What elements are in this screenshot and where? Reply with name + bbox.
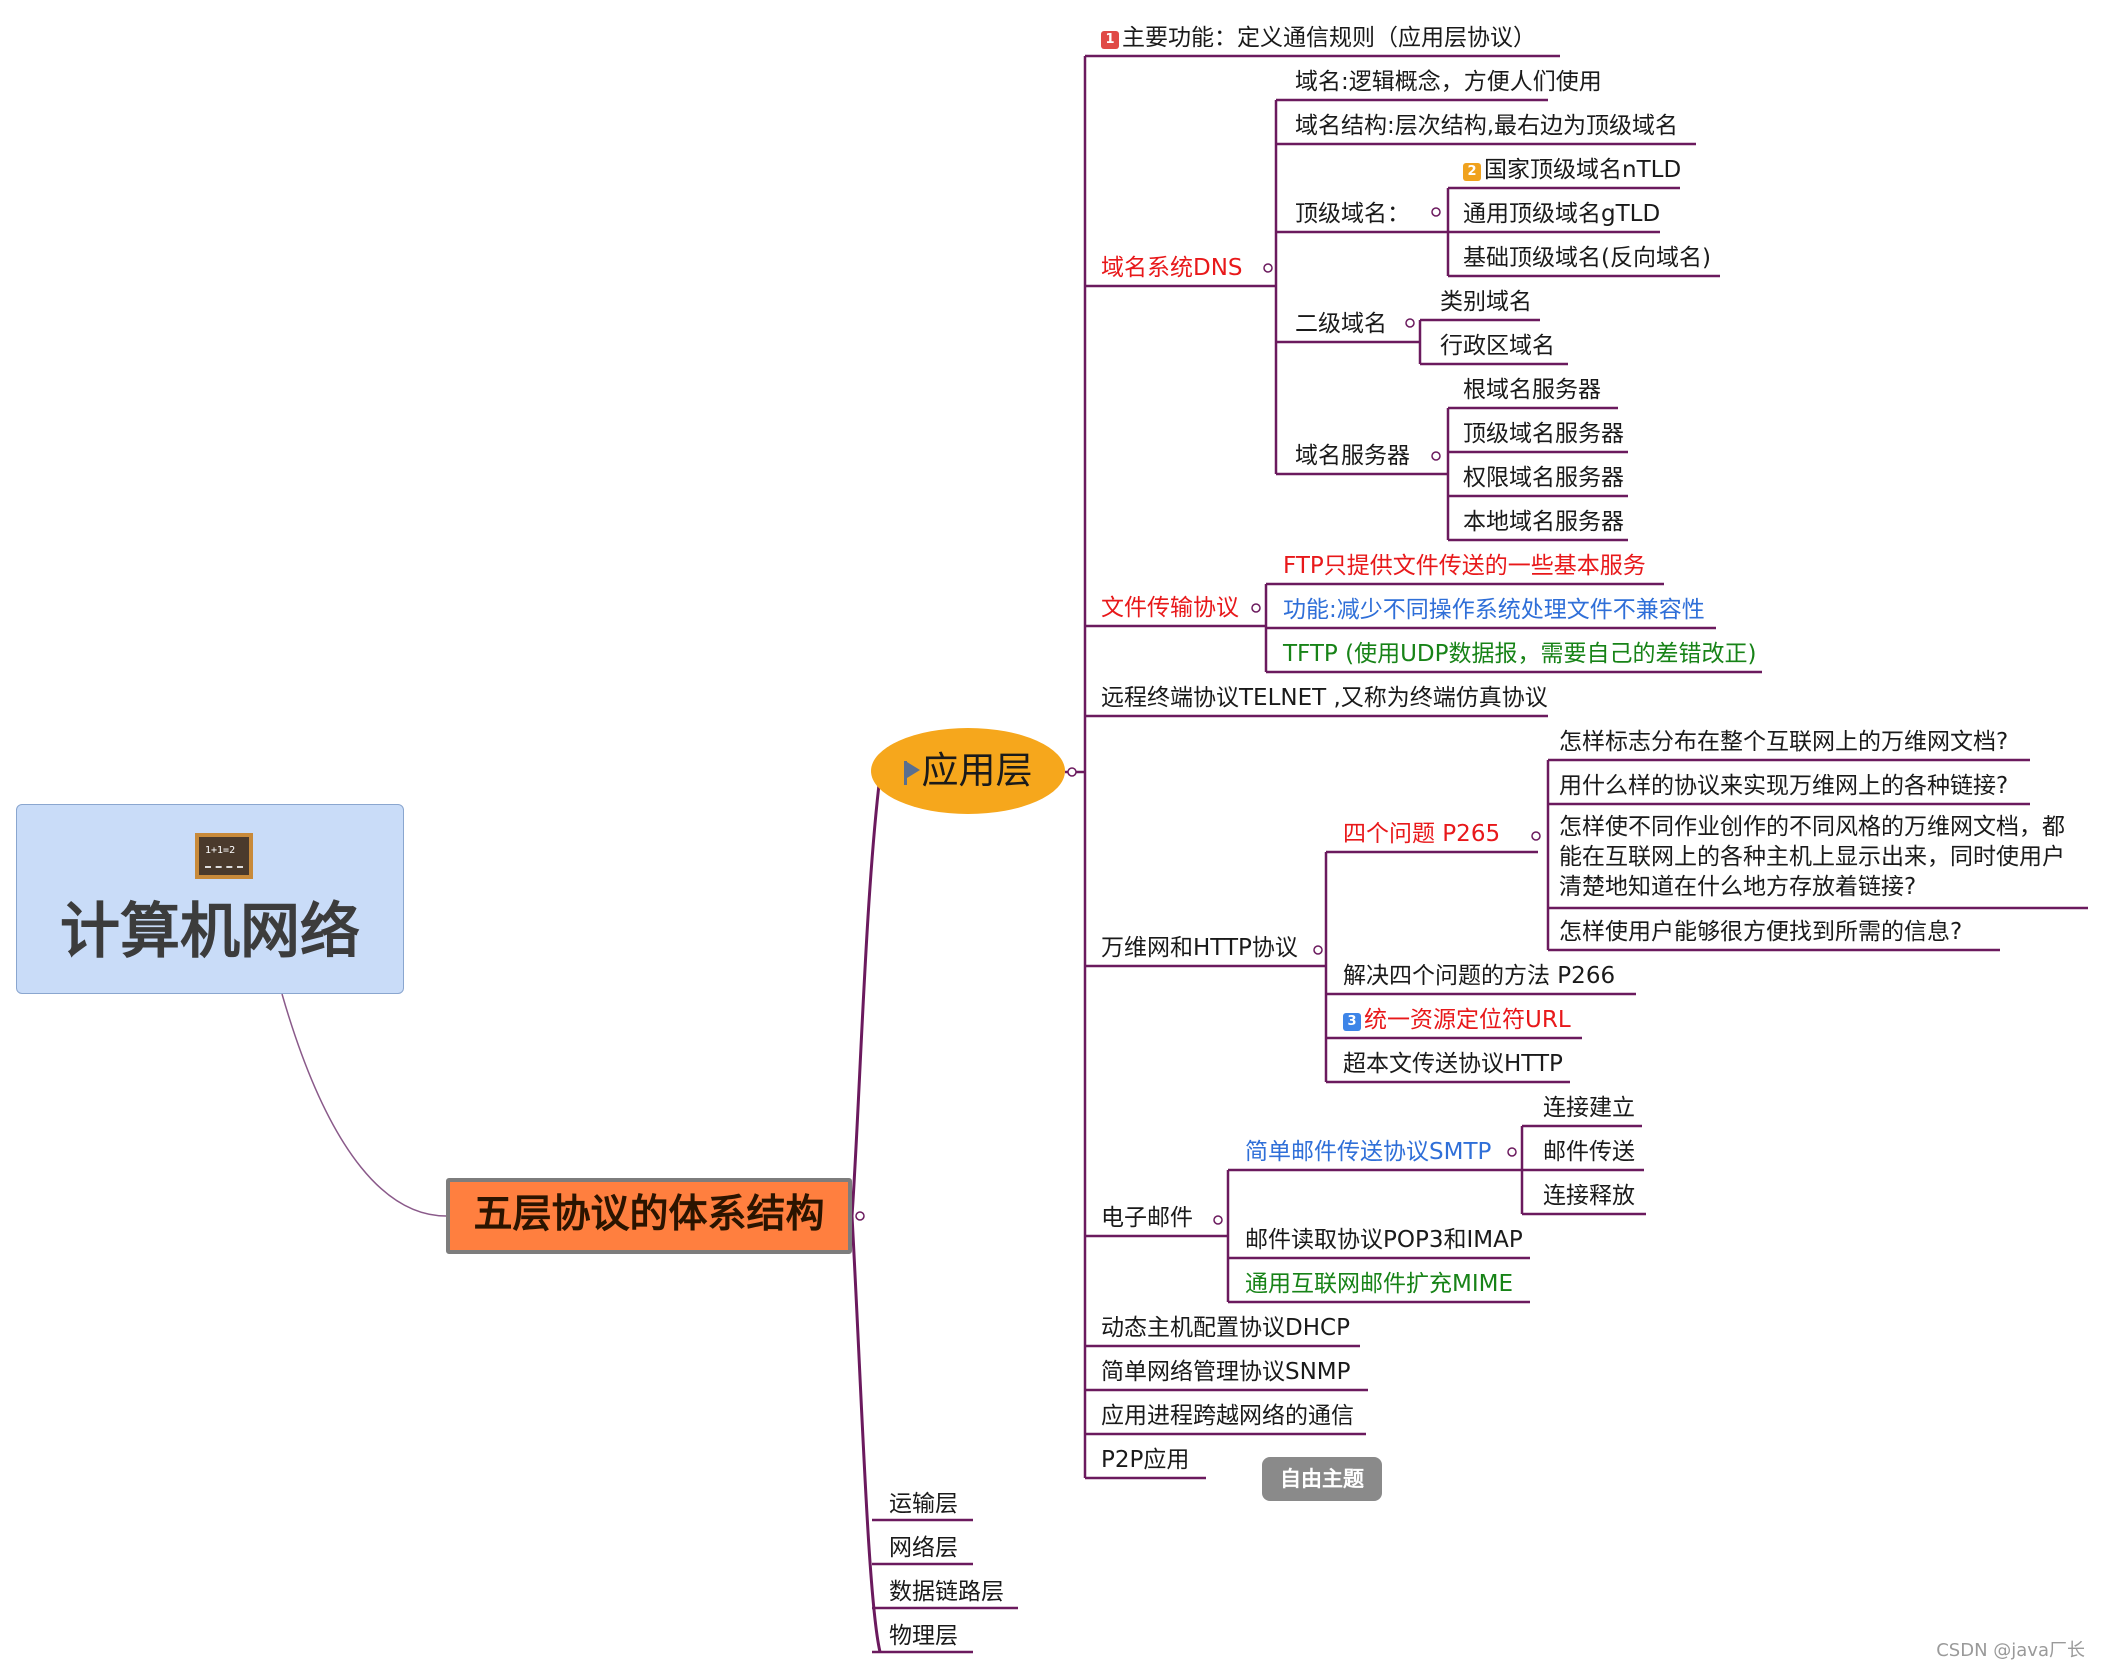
ftp-basic-topic[interactable]: FTP只提供文件传送的一些基本服务 (1283, 553, 1646, 579)
question-4-topic[interactable]: 怎样使用户能够很方便找到所需的信息? (1559, 919, 1963, 945)
domain-concept-topic[interactable]: 域名:逻辑概念，方便人们使用 (1295, 69, 1602, 95)
free-topic[interactable]: 自由主题 (1262, 1457, 1382, 1501)
tld-server-topic[interactable]: 顶级域名服务器 (1463, 421, 1624, 447)
smtp-connect-topic[interactable]: 连接建立 (1543, 1095, 1635, 1121)
root-title: 计算机网络 (60, 897, 360, 967)
http-topic[interactable]: 超本文传送协议HTTP (1343, 1051, 1563, 1077)
priority-2-icon: 2 (1463, 163, 1481, 181)
root-server-topic[interactable]: 根域名服务器 (1463, 377, 1601, 403)
ftp-function-topic[interactable]: 功能:减少不同操作系统处理文件不兼容性 (1283, 597, 1705, 623)
solution-topic[interactable]: 解决四个问题的方法 P266 (1343, 963, 1616, 989)
question-3-topic[interactable]: 怎样使不同作业创作的不同风格的万维网文档，都能在互联网上的各种主机上显示出来，同… (1559, 814, 2065, 900)
ftp-topic[interactable]: 文件传输协议 (1101, 595, 1239, 621)
five-layer-topic[interactable]: 五层协议的体系结构 (446, 1178, 852, 1254)
physical-layer-topic[interactable]: 物理层 (889, 1623, 958, 1649)
four-questions-topic[interactable]: 四个问题 P265 (1343, 821, 1501, 847)
pop3-topic[interactable]: 邮件读取协议POP3和IMAP (1245, 1227, 1523, 1253)
p2p-topic[interactable]: P2P应用 (1101, 1447, 1190, 1473)
authoritative-server-topic[interactable]: 权限域名服务器 (1463, 465, 1624, 491)
base-tld-topic[interactable]: 基础顶级域名(反向域名) (1463, 245, 1711, 271)
root-topic[interactable]: 1+1=2 计算机网络 (16, 804, 404, 994)
email-topic[interactable]: 电子邮件 (1101, 1205, 1193, 1231)
priority-1-icon: 1 (1101, 31, 1119, 49)
question-1-topic[interactable]: 怎样标志分布在整个互联网上的万维网文档? (1559, 729, 2009, 755)
smtp-transfer-topic[interactable]: 邮件传送 (1543, 1139, 1635, 1165)
sld-topic[interactable]: 二级域名 (1295, 311, 1387, 337)
www-topic[interactable]: 万维网和HTTP协议 (1101, 935, 1298, 961)
question-2-topic[interactable]: 用什么样的协议来实现万维网上的各种链接? (1559, 773, 2009, 799)
telnet-topic[interactable]: 远程终端协议TELNET ,又称为终端仿真协议 (1101, 685, 1548, 711)
dhcp-topic[interactable]: 动态主机配置协议DHCP (1101, 1315, 1350, 1341)
tftp-topic[interactable]: TFTP (使用UDP数据报，需要自己的差错改正) (1283, 641, 1757, 667)
snmp-topic[interactable]: 简单网络管理协议SNMP (1101, 1359, 1351, 1385)
datalink-layer-topic[interactable]: 数据链路层 (889, 1579, 1004, 1605)
local-server-topic[interactable]: 本地域名服务器 (1463, 509, 1624, 535)
flag-icon (903, 761, 920, 785)
category-domain-topic[interactable]: 类别域名 (1440, 289, 1532, 315)
priority-3-icon: 3 (1343, 1013, 1361, 1031)
application-layer-topic[interactable]: 应用层 (871, 728, 1065, 814)
smtp-release-topic[interactable]: 连接释放 (1543, 1183, 1635, 1209)
network-layer-topic[interactable]: 网络层 (889, 1535, 958, 1561)
application-layer-label: 应用层 (921, 749, 1033, 792)
watermark: CSDN @java厂长 (1936, 1640, 2085, 1661)
transport-layer-topic[interactable]: 运输层 (889, 1491, 958, 1517)
process-comm-topic[interactable]: 应用进程跨越网络的通信 (1101, 1403, 1354, 1429)
dns-servers-topic[interactable]: 域名服务器 (1295, 443, 1410, 469)
gtld-topic[interactable]: 通用顶级域名gTLD (1463, 201, 1661, 227)
dns-topic[interactable]: 域名系统DNS (1101, 255, 1243, 281)
tld-topic[interactable]: 顶级域名： (1295, 201, 1410, 227)
domain-structure-topic[interactable]: 域名结构:层次结构,最右边为顶级域名 (1295, 113, 1679, 139)
chalkboard-icon: 1+1=2 (195, 833, 253, 879)
mime-topic[interactable]: 通用互联网邮件扩充MIME (1245, 1271, 1514, 1297)
admin-domain-topic[interactable]: 行政区域名 (1440, 333, 1555, 359)
smtp-topic[interactable]: 简单邮件传送协议SMTP (1245, 1139, 1492, 1165)
